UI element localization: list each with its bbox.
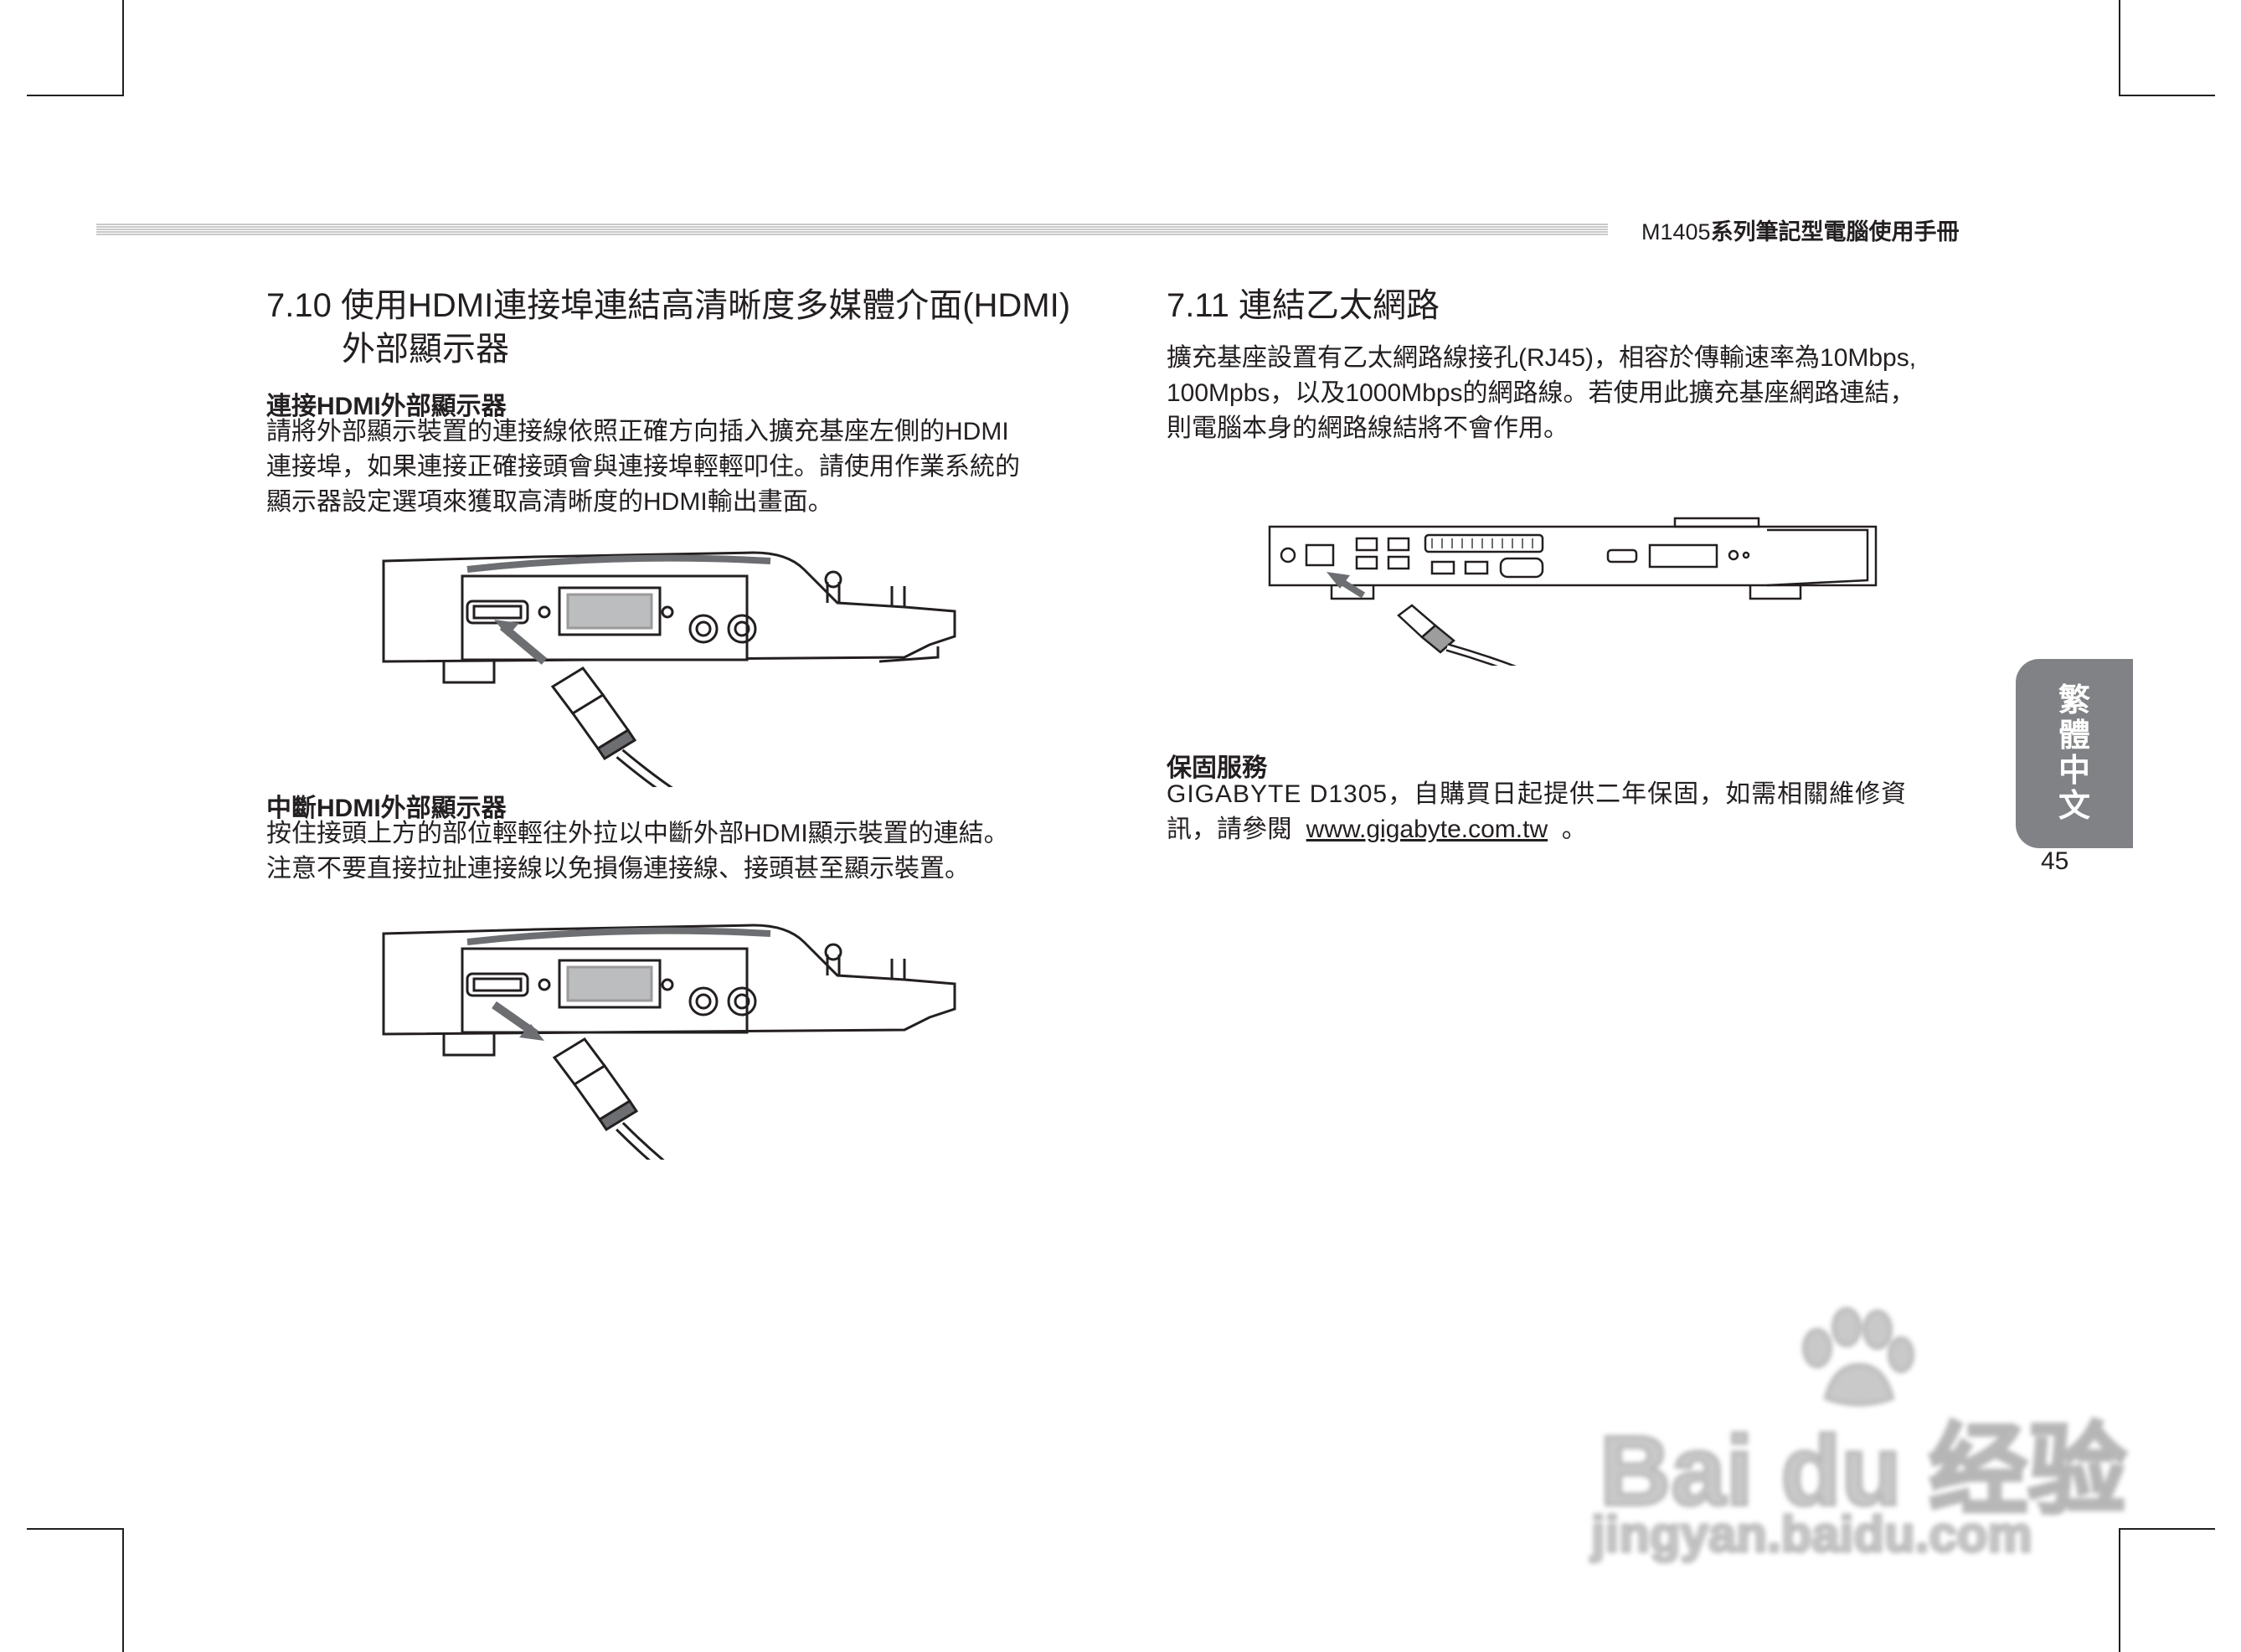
section-title-line1: 使用HDMI連接埠連結高清晰度多媒體介面(HDMI) bbox=[340, 287, 1071, 324]
gigabyte-website-link[interactable]: www.gigabyte.com.tw bbox=[1306, 816, 1548, 843]
warranty-prefix: 訊，請參閱 bbox=[1167, 816, 1292, 843]
text-line: 100Mpbs，以及1000Mbps的網路線。若使用此擴充基座網路連結， bbox=[1167, 379, 1915, 407]
text-line: 注意不要直接拉扯連接線以免損傷連接線、接頭甚至顯示裝置。 bbox=[266, 855, 970, 883]
watermark-url: jingyan.baidu.com bbox=[1590, 1505, 2034, 1564]
text-line: GIGABYTE D1305，自購買日起提供二年保固，如需相關維修資 bbox=[1167, 780, 1908, 808]
ethernet-illustration bbox=[1268, 517, 1878, 666]
warranty-suffix: 。 bbox=[1561, 816, 1587, 843]
connect-hdmi-heading: 連接HDMI外部顯示器 bbox=[266, 393, 507, 420]
hdmi-connect-illustration bbox=[382, 551, 956, 787]
manual-title: M1405系列筆記型電腦使用手冊 bbox=[1641, 214, 1960, 246]
section-number: 7.11 bbox=[1167, 287, 1229, 324]
language-tab-char: 文 bbox=[2058, 789, 2090, 824]
paw-icon bbox=[1802, 1307, 1914, 1407]
crop-mark bbox=[122, 1528, 124, 1652]
section-710-title-line2: 外部顯示器 bbox=[342, 331, 509, 368]
text-line: 訊，請參閱 www.gigabyte.com.tw 。 bbox=[1167, 812, 2004, 847]
page-number: 45 bbox=[2041, 847, 2069, 875]
language-tab-char: 繁 bbox=[2058, 683, 2090, 718]
manual-name: 系列筆記型電腦使用手冊 bbox=[1710, 219, 1960, 244]
watermark-logo: Bai du 经验 bbox=[1598, 1414, 2128, 1528]
header-rule bbox=[96, 224, 1608, 235]
crop-mark bbox=[122, 0, 124, 96]
baidu-watermark: Bai du 经验 jingyan.baidu.com bbox=[1574, 1306, 2128, 1574]
crop-mark bbox=[27, 95, 124, 96]
text-line: 擴充基座設置有乙太網路線接孔(RJ45)，相容於傳輸速率為10Mbps, bbox=[1167, 344, 1917, 372]
hdmi-disconnect-illustration bbox=[382, 924, 956, 1160]
crop-mark bbox=[27, 1528, 124, 1530]
warranty-heading: 保固服務 bbox=[1167, 754, 1267, 782]
text-line: 連接埠，如果連接正確接頭會與連接埠輕輕叩住。請使用作業系統的 bbox=[266, 453, 1020, 481]
language-tab: 繁 體 中 文 bbox=[2016, 659, 2133, 848]
section-710-title: 7.10 使用HDMI連接埠連結高清晰度多媒體介面(HDMI) bbox=[266, 283, 1070, 328]
crop-mark bbox=[2119, 95, 2215, 96]
crop-mark bbox=[2119, 0, 2120, 96]
section-title: 連結乙太網路 bbox=[1239, 287, 1440, 324]
section-711-title: 7.11 連結乙太網路 bbox=[1167, 283, 1440, 328]
language-tab-char: 體 bbox=[2058, 718, 2090, 754]
text-line: 按住接頭上方的部位輕輕往外拉以中斷外部HDMI顯示裝置的連結。 bbox=[266, 820, 1009, 847]
warranty-text: GIGABYTE D1305，自購買日起提供二年保固，如需相關維修資 訊，請參閱… bbox=[1167, 777, 2004, 847]
crop-mark bbox=[2119, 1528, 2120, 1652]
disconnect-hdmi-text: 按住接頭上方的部位輕輕往外拉以中斷外部HDMI顯示裝置的連結。 注意不要直接拉扯… bbox=[266, 816, 1104, 887]
text-line: 則電腦本身的網路線結將不會作用。 bbox=[1167, 414, 1569, 442]
disconnect-hdmi-heading: 中斷HDMI外部顯示器 bbox=[266, 795, 507, 822]
language-tab-char: 中 bbox=[2058, 754, 2090, 789]
text-line: 請將外部顯示裝置的連接線依照正確方向插入擴充基座左側的HDMI bbox=[266, 418, 1009, 445]
section-number: 7.10 bbox=[266, 287, 332, 324]
text-line: 顯示器設定選項來獲取高清晰度的HDMI輸出畫面。 bbox=[266, 488, 833, 516]
model-name: M1405 bbox=[1641, 219, 1711, 244]
crop-mark bbox=[2119, 1528, 2215, 1530]
ethernet-text: 擴充基座設置有乙太網路線接孔(RJ45)，相容於傳輸速率為10Mbps, 100… bbox=[1167, 341, 2004, 446]
connect-hdmi-text: 請將外部顯示裝置的連接線依照正確方向插入擴充基座左側的HDMI 連接埠，如果連接… bbox=[266, 414, 1104, 520]
